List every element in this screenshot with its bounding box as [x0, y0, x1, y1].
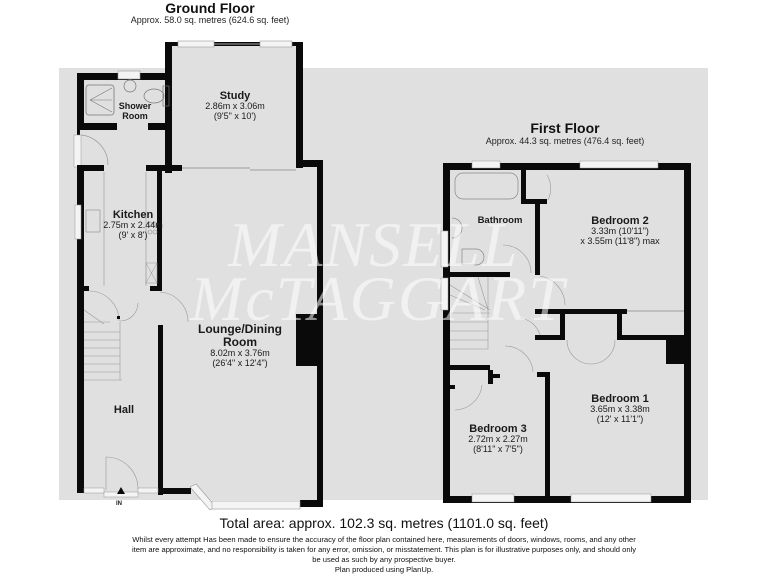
room-bedroom-3: Bedroom 3 2.72m x 2.27m (8'11" x 7'5"): [458, 423, 538, 455]
room-lounge-name-1: Lounge/Dining: [198, 322, 282, 336]
room-kitchen: Kitchen 2.75m x 2.44m (9' x 8'): [98, 209, 168, 241]
room-study-name: Study: [219, 90, 251, 102]
room-bathroom: Bathroom: [470, 215, 530, 226]
room-bedroom-3-dim-m: 2.72m x 2.27m: [468, 434, 528, 445]
room-study: Study 2.86m x 3.06m (9'5" x 10'): [195, 90, 275, 122]
watermark-line2: McTAGGART: [190, 263, 566, 334]
disclaimer: Whilst every attempt Has been made to en…: [110, 535, 658, 575]
total-area: Total area: approx. 102.3 sq. metres (11…: [219, 515, 549, 531]
first-floor-title: First Floor: [530, 120, 600, 136]
room-bedroom-1-name: Bedroom 1: [591, 393, 649, 405]
room-lounge-dim-ft: (26'4" x 12'4"): [212, 358, 268, 369]
room-bedroom-2: Bedroom 2 3.33m (10'11") x 3.55m (11'8")…: [570, 215, 670, 247]
room-bedroom-3-name: Bedroom 3: [469, 423, 527, 435]
disclaimer-line-1: Whilst every attempt Has been made to en…: [132, 535, 636, 544]
room-bedroom-1-dim-m: 3.65m x 3.38m: [590, 404, 650, 415]
entrance-label: IN: [116, 501, 122, 507]
room-shower-room-name-2: Room: [122, 110, 148, 121]
room-hall: Hall: [104, 404, 144, 416]
ground-floor-area: Approx. 58.0 sq. metres (624.6 sq. feet): [130, 15, 290, 25]
room-bedroom-3-dim-ft: (8'11" x 7'5"): [473, 443, 523, 454]
disclaimer-line-2: item are approximate, and no responsibil…: [131, 545, 637, 554]
ground-floor-plan: [73, 40, 323, 511]
room-shower-room-name-1: Shower: [118, 101, 152, 111]
room-hall-name: Hall: [113, 404, 135, 416]
watermark-line1: MANSELL: [228, 209, 520, 280]
room-bedroom-2-name: Bedroom 2: [591, 215, 649, 227]
room-lounge-name-2: Room: [223, 335, 257, 350]
room-lounge-dim-m: 8.02m x 3.76m: [210, 348, 270, 359]
disclaimer-line-3: be used as such by any prospective buyer…: [312, 555, 456, 564]
room-study-dim-m: 2.86m x 3.06m: [205, 101, 265, 112]
room-bedroom-2-dim-2: x 3.55m (11'8") max: [580, 235, 660, 246]
room-study-dim-ft: (9'5" x 10'): [213, 110, 257, 121]
room-bedroom-1: Bedroom 1 3.65m x 3.38m (12' x 11'1"): [575, 393, 665, 425]
first-floor-area: Approx. 44.3 sq. metres (476.4 sq. feet): [485, 136, 645, 146]
disclaimer-line-4: Plan produced using PlanUp.: [334, 565, 434, 574]
room-kitchen-dim-ft: (9' x 8'): [118, 229, 148, 240]
room-shower-room: Shower Room: [110, 101, 160, 122]
room-bedroom-2-dim-1: 3.33m (10'11"): [591, 226, 649, 237]
first-floor-plan: [440, 160, 691, 503]
room-kitchen-name: Kitchen: [112, 209, 154, 221]
ground-floor-title: Ground Floor: [165, 0, 255, 16]
room-bathroom-name: Bathroom: [477, 215, 523, 226]
room-bedroom-1-dim-ft: (12' x 11'1"): [596, 413, 644, 424]
room-kitchen-dim-m: 2.75m x 2.44m: [103, 220, 163, 231]
room-lounge-dining: Lounge/Dining Room 8.02m x 3.76m (26'4" …: [185, 322, 295, 369]
